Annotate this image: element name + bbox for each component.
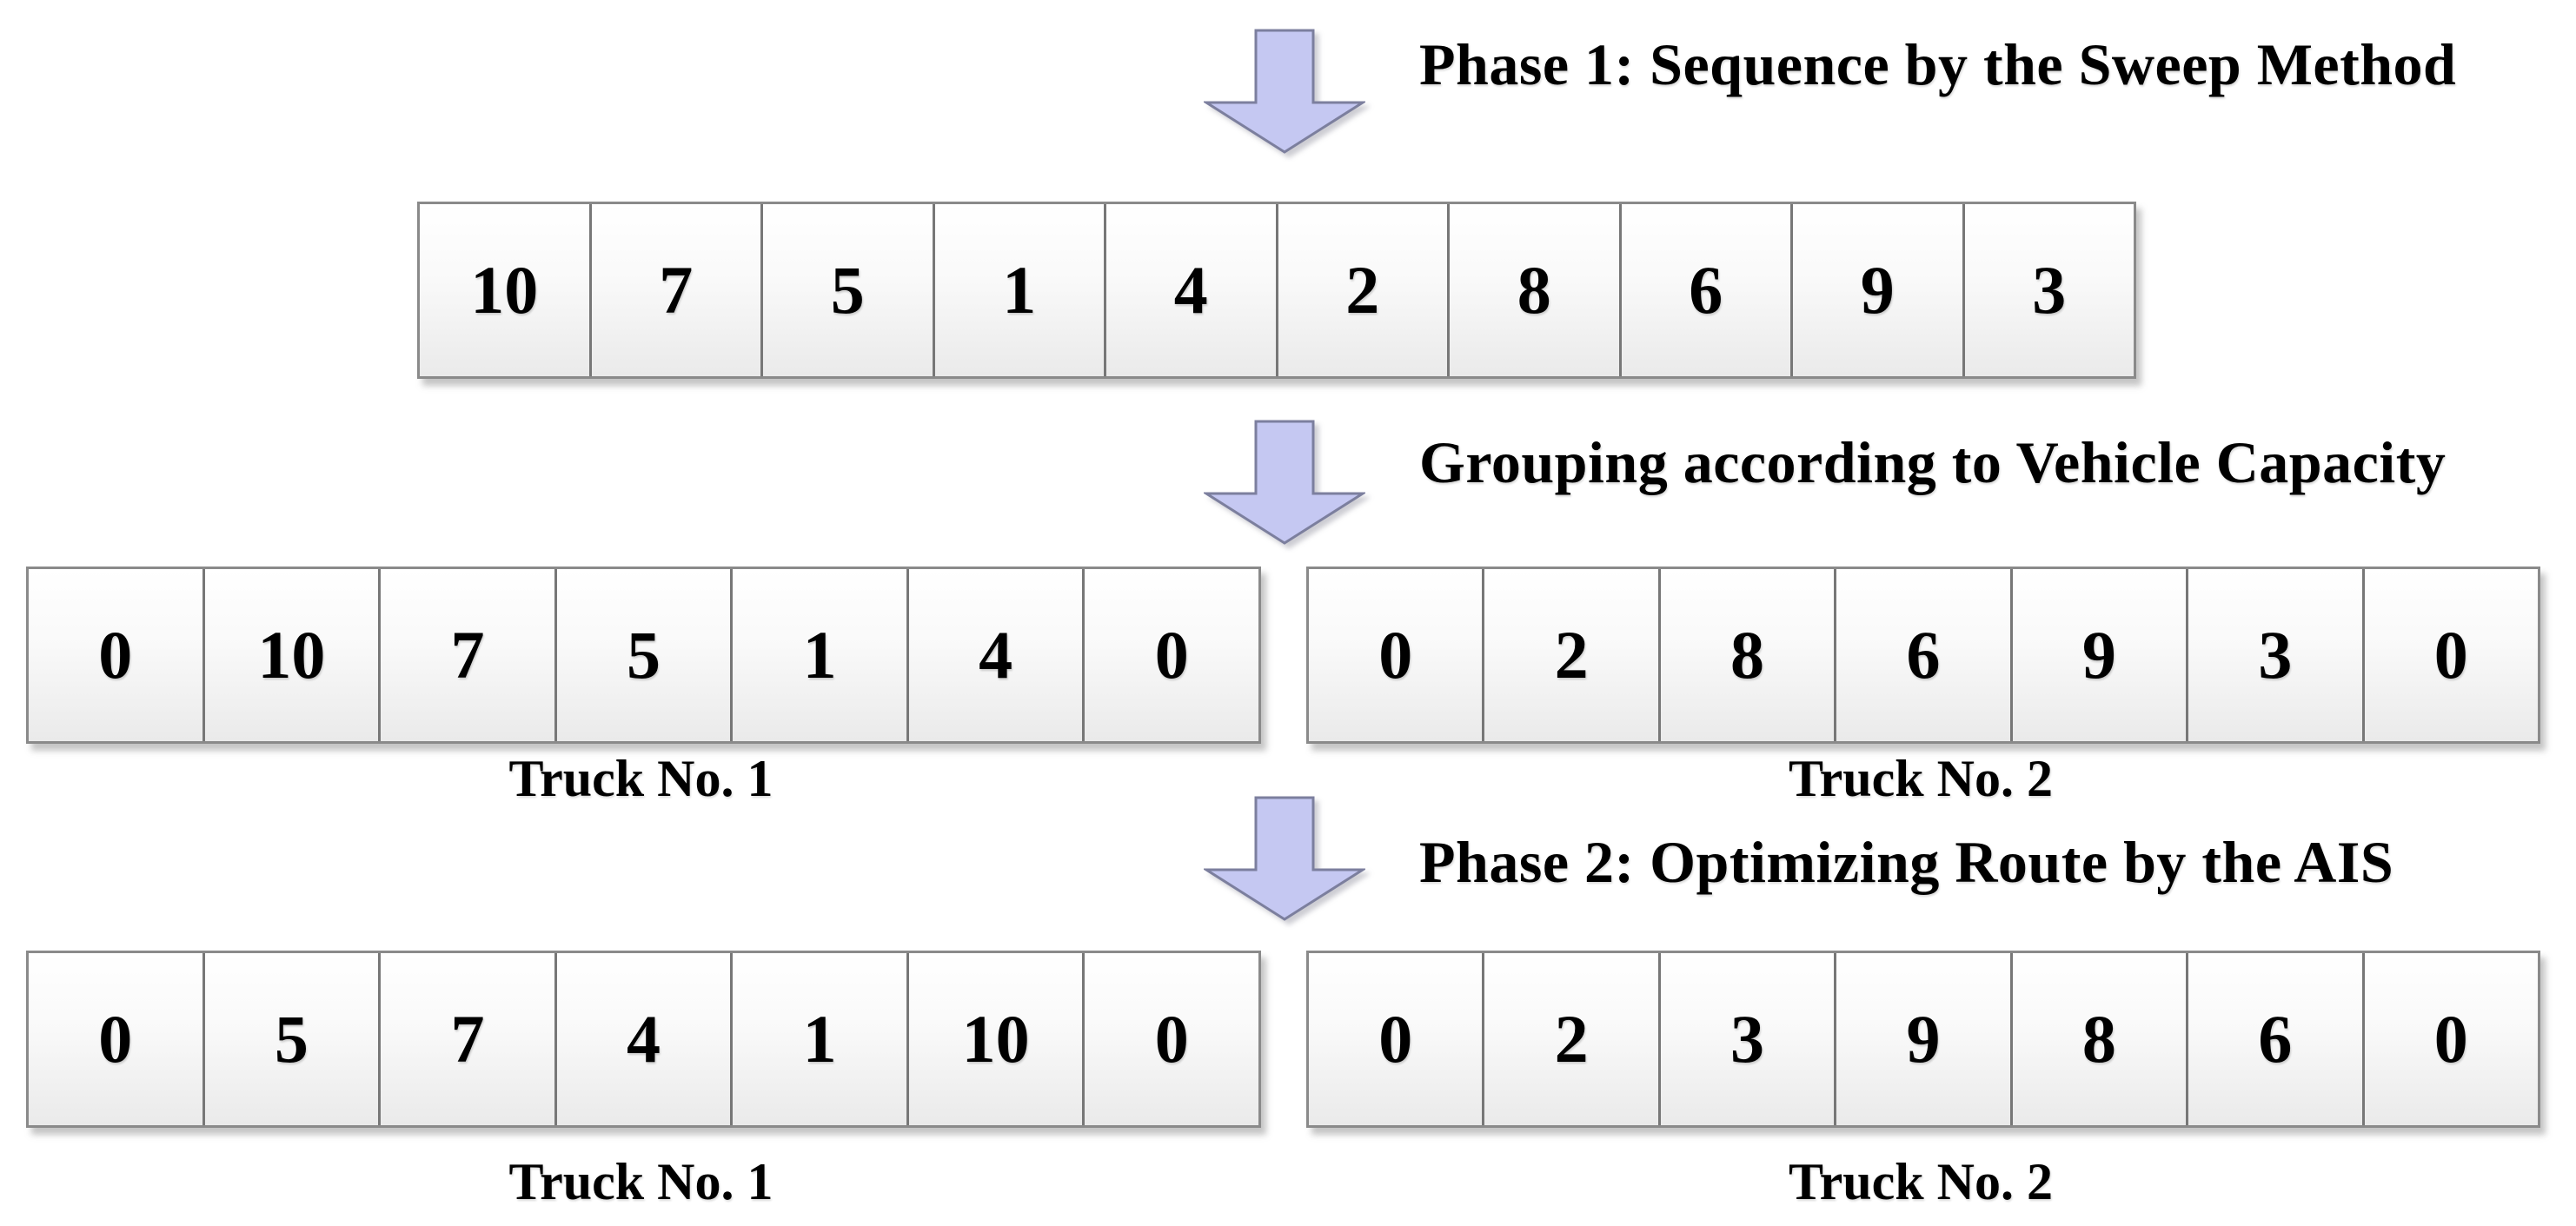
truck-route-cell: 7: [381, 569, 557, 741]
optimized-truck1-caption: Truck No. 1: [508, 1153, 773, 1210]
truck-route-cell: 4: [908, 569, 1086, 741]
truck-route-cell: 0: [29, 953, 205, 1125]
sequence-cell: 5: [763, 204, 935, 376]
truck-route-cell: 0: [1085, 953, 1259, 1125]
truck-route-cell: 4: [556, 953, 734, 1125]
truck-route-cell: 3: [2188, 569, 2365, 741]
truck-route-cell: 0: [1309, 953, 1485, 1125]
sequence-cell: 8: [1450, 204, 1622, 376]
grouped-truck1-caption: Truck No. 1: [508, 750, 773, 807]
truck-route-cell: 9: [1836, 953, 2013, 1125]
optimized-truck2-caption: Truck No. 2: [1789, 1153, 2053, 1210]
sequence-cell: 6: [1621, 204, 1793, 376]
sequence-cell: 1: [934, 204, 1106, 376]
truck-route-cell: 1: [733, 569, 909, 741]
down-block-arrow-shape: [1204, 420, 1365, 545]
truck-route-cell: 8: [2012, 953, 2189, 1125]
truck-route-cell: 5: [204, 953, 382, 1125]
sequence-cell: 4: [1106, 204, 1278, 376]
down-block-arrow-icon: [1204, 420, 1365, 545]
optimized-truck1-row: 0 5 7 4 1 10 0: [26, 951, 1261, 1128]
truck-route-cell: 2: [1484, 953, 1661, 1125]
sequence-cell: 7: [591, 204, 763, 376]
sequence-cell: 9: [1793, 204, 1965, 376]
truck-route-cell: 5: [556, 569, 734, 741]
truck-route-cell: 7: [381, 953, 557, 1125]
truck-route-cell: 0: [2364, 569, 2538, 741]
grouped-truck2-row: 0 2 8 6 9 3 0: [1306, 567, 2540, 744]
grouped-truck2-caption: Truck No. 2: [1789, 750, 2053, 807]
sequence-row: 10 7 5 1 4 2 8 6 9 3: [417, 202, 2136, 379]
truck-route-cell: 6: [1836, 569, 2013, 741]
truck-route-cell: 8: [1660, 569, 1837, 741]
truck-route-cell: 10: [908, 953, 1086, 1125]
sequence-cell: 3: [1964, 204, 2134, 376]
truck-route-cell: 10: [204, 569, 382, 741]
truck-route-cell: 0: [2364, 953, 2538, 1125]
truck-route-cell: 6: [2188, 953, 2365, 1125]
down-block-arrow-shape: [1204, 796, 1365, 921]
truck-route-cell: 0: [1085, 569, 1259, 741]
grouping-heading: Grouping according to Vehicle Capacity: [1419, 429, 2447, 495]
down-block-arrow-icon: [1204, 796, 1365, 921]
truck-route-cell: 3: [1660, 953, 1837, 1125]
sequence-cell: 10: [420, 204, 592, 376]
truck-route-cell: 9: [2012, 569, 2189, 741]
truck-route-cell: 0: [1309, 569, 1485, 741]
grouped-truck1-row: 0 10 7 5 1 4 0: [26, 567, 1261, 744]
truck-route-cell: 2: [1484, 569, 1661, 741]
phase1-heading: Phase 1: Sequence by the Sweep Method: [1419, 31, 2457, 97]
sequence-cell: 2: [1278, 204, 1450, 376]
down-block-arrow-icon: [1204, 29, 1365, 154]
down-block-arrow-shape: [1204, 29, 1365, 154]
optimized-truck2-row: 0 2 3 9 8 6 0: [1306, 951, 2540, 1128]
truck-route-cell: 1: [733, 953, 909, 1125]
phase2-heading: Phase 2: Optimizing Route by the AIS: [1419, 829, 2394, 895]
truck-route-cell: 0: [29, 569, 205, 741]
